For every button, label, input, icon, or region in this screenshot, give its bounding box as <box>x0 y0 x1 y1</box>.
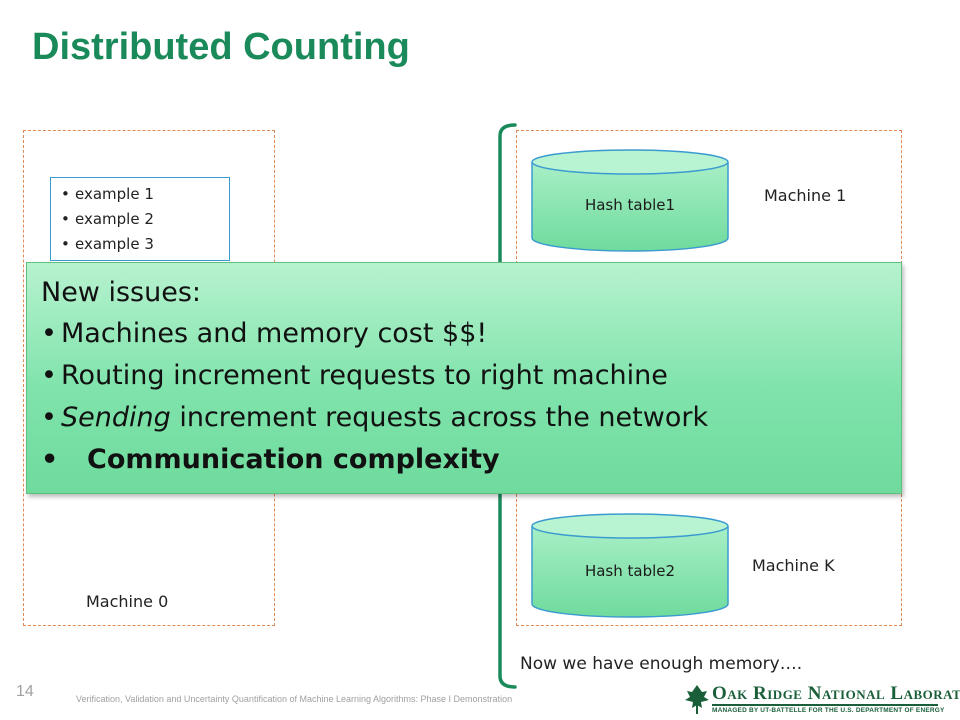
example-list: example 1 example 2 example 3 <box>50 177 230 261</box>
logo-divider <box>712 704 938 706</box>
issue-item: Communication complexity <box>41 439 887 481</box>
issue-item: Machines and memory cost $$! <box>41 313 887 355</box>
ornl-logo: Oak Ridge National Laboratory MANAGED BY… <box>684 683 960 717</box>
logo-tagline: MANAGED BY UT-BATTELLE FOR THE U.S. DEPA… <box>712 707 945 714</box>
machine-1-region <box>516 130 902 264</box>
list-item: example 1 <box>61 182 221 207</box>
issue-item-text: increment requests across the network <box>170 402 709 433</box>
issue-item: Routing increment requests to right mach… <box>41 355 887 397</box>
issue-item: Sending increment requests across the ne… <box>41 397 887 439</box>
issue-item-emphasis: Sending <box>61 402 171 433</box>
hash-table-2: Hash table2 <box>530 512 730 620</box>
slide-title: Distributed Counting <box>32 26 410 68</box>
new-issues-callout: New issues: Machines and memory cost $$!… <box>26 262 902 494</box>
footer-text: Verification, Validation and Uncertainty… <box>76 694 513 704</box>
machine-0-label: Machine 0 <box>86 592 169 611</box>
page-number: 14 <box>16 683 34 700</box>
list-item: example 2 <box>61 207 221 232</box>
list-item: example 3 <box>61 232 221 257</box>
memory-note: Now we have enough memory…. <box>520 654 803 674</box>
machine-k-label: Machine K <box>752 556 835 575</box>
logo-name: Oak Ridge National Laboratory <box>712 683 960 704</box>
cylinder-icon <box>531 513 729 618</box>
hash-table-1-label: Hash table1 <box>584 196 676 214</box>
hash-table-1: Hash table1 <box>530 148 730 254</box>
machine-1-label: Machine 1 <box>764 186 847 205</box>
leaf-logo-icon <box>685 685 709 714</box>
hash-table-2-label: Hash table2 <box>584 562 676 580</box>
callout-heading: New issues: <box>41 277 201 308</box>
cylinder-icon <box>531 149 729 252</box>
machine-k-region <box>516 494 902 626</box>
